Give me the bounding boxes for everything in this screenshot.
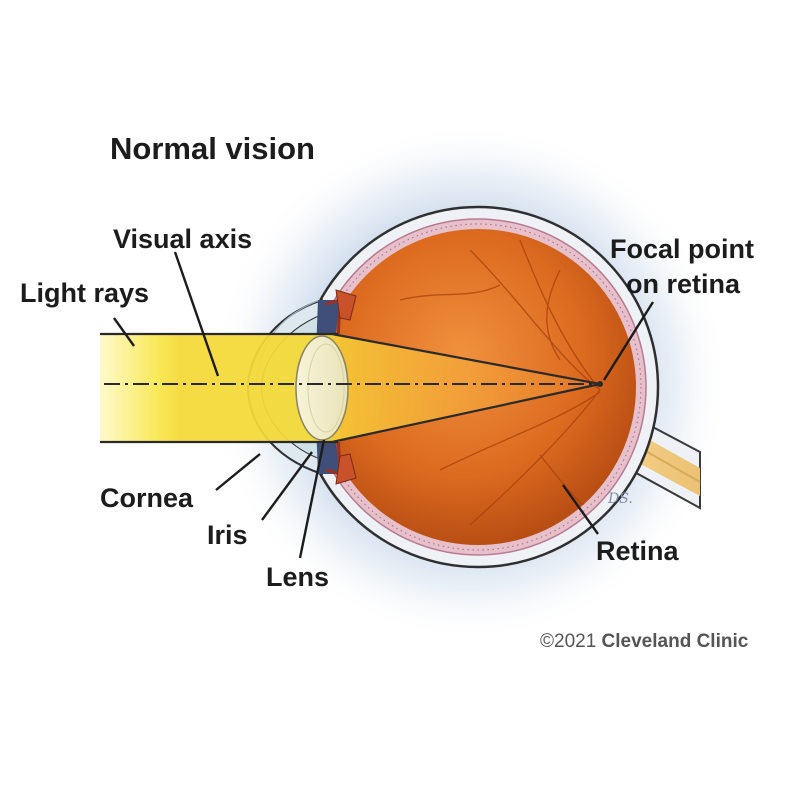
lens-leader xyxy=(298,439,326,559)
visual-axis-label: Visual axis xyxy=(113,224,252,254)
artist-signature: DS. xyxy=(607,491,633,507)
lens xyxy=(295,335,349,441)
focal-point-label-line1: Focal point xyxy=(610,234,754,264)
iris-leader xyxy=(261,451,313,521)
iris-label: Iris xyxy=(207,520,248,550)
lower-ray-line xyxy=(331,382,601,444)
diagram-title: Normal vision xyxy=(110,131,315,166)
focal-point xyxy=(597,381,603,387)
copyright-notice: ©2021 Cleveland Clinic xyxy=(540,631,749,652)
copyright-owner: Cleveland Clinic xyxy=(602,631,749,652)
light-rays-label: Light rays xyxy=(20,278,149,308)
refracted-light-cone xyxy=(332,334,600,442)
retina-leader xyxy=(562,484,599,535)
retina-vessels xyxy=(399,239,601,526)
cornea-label: Cornea xyxy=(100,483,194,513)
light-rays-leader xyxy=(113,317,135,347)
focal-point-leader xyxy=(602,301,655,381)
lens-label: Lens xyxy=(266,562,329,592)
visual-axis-leader xyxy=(173,251,220,377)
focal-point-label-line2: on retina xyxy=(626,269,741,299)
upper-ray-line xyxy=(331,332,601,386)
ciliary-body xyxy=(335,289,357,485)
cornea-leader xyxy=(215,453,261,491)
retina-label: Retina xyxy=(596,536,680,566)
copyright-prefix: ©2021 xyxy=(540,631,602,652)
